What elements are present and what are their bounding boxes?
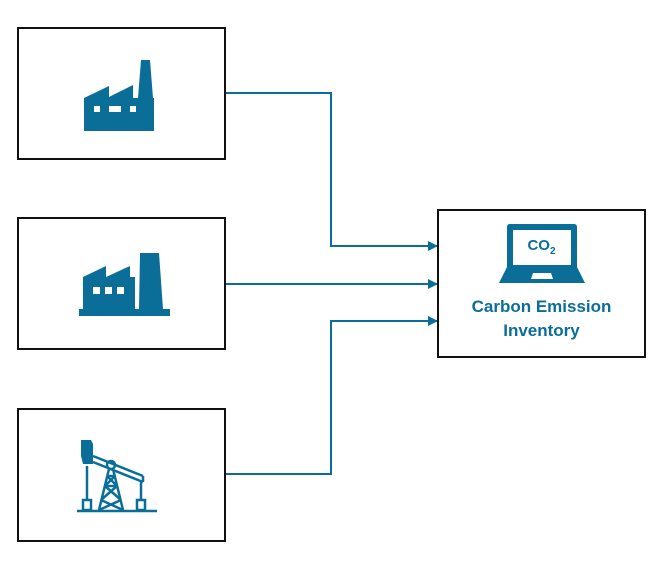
source-node-factory-chimney[interactable] <box>17 217 226 350</box>
edge-source-1-to-target <box>226 92 438 251</box>
target-label-line2: Inventory <box>503 321 580 340</box>
target-label: Carbon Emission Inventory <box>439 295 644 343</box>
target-node-carbon-emission-inventory[interactable]: CO2 Carbon Emission Inventory <box>437 209 646 358</box>
source-node-factory[interactable] <box>17 27 226 160</box>
edge-source-3-to-target <box>226 316 438 475</box>
source-node-oil-pumpjack[interactable] <box>17 408 226 542</box>
factory-chimney-icon <box>79 253 170 316</box>
oil-pumpjack-icon <box>77 440 157 513</box>
co2-label: CO2 <box>527 237 556 257</box>
laptop-co2-icon <box>499 224 585 283</box>
factory-icon <box>84 60 154 131</box>
target-label-line1: Carbon Emission <box>471 297 612 316</box>
